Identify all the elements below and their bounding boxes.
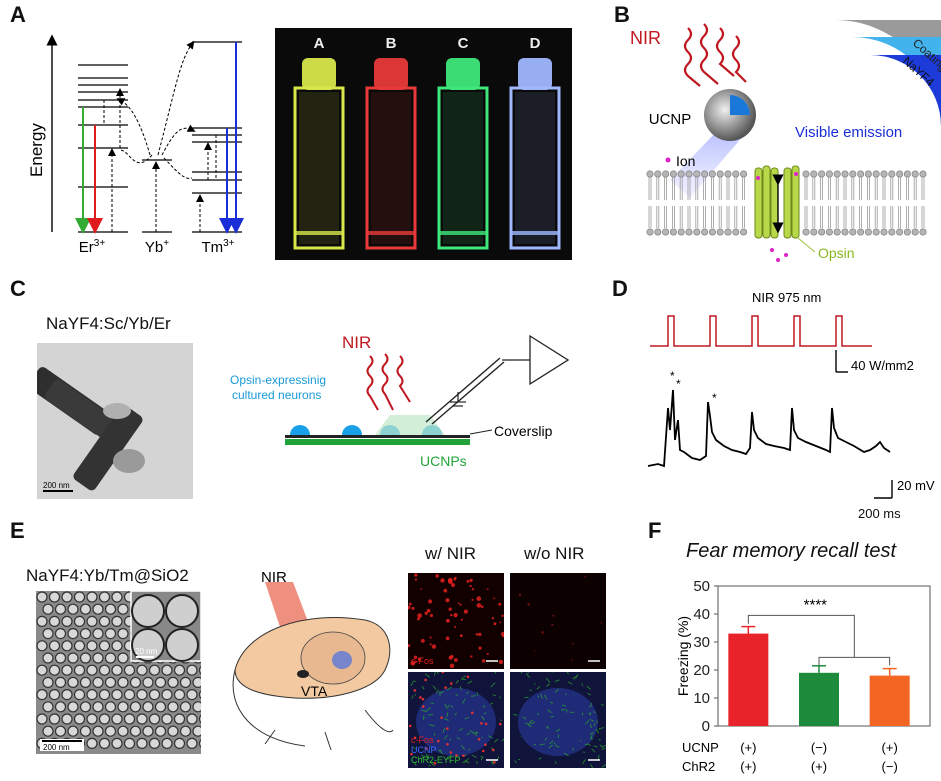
vta-label: VTA [301, 683, 328, 699]
row-label-chr2: ChR2 [682, 759, 715, 774]
bar-3 [869, 675, 910, 726]
time-scale-label: 200 ms [858, 506, 901, 521]
scale-inset-label: 20 nm [135, 647, 158, 656]
visible-emission-label: Visible emission [795, 124, 902, 141]
spike-marker-1: * [670, 369, 675, 383]
energy-level-diagram: Energy Er3+ Yb+ Tm3+ [27, 34, 244, 256]
panel-label-f: F [648, 518, 662, 543]
y-tick-label: 50 [693, 578, 710, 595]
merge-without-nir-image [510, 672, 606, 768]
panel-label-e: E [10, 518, 25, 543]
nir-evoked-spikes-trace: NIR 975 nm 40 W/mm2 * * * 20 mV [647, 290, 935, 499]
nir-wavelength-label: NIR 975 nm [752, 290, 821, 305]
nir-pulse-train [650, 315, 872, 347]
chart-title: Fear memory recall test [686, 540, 897, 562]
coverslip-label: Coverslip [494, 423, 553, 439]
ion-label-er: Er3+ [79, 238, 106, 256]
vial-c: C [437, 35, 489, 250]
panel-label-a: A [10, 2, 26, 27]
row-label-ucnp: UCNP [682, 740, 719, 755]
neurons-label-1: Opsin-expressinig [230, 373, 326, 387]
tem-nanorods-image: 200 nm [37, 343, 193, 499]
ucnp-opsin-schematic: NIR UCNP Visible emission Coating NaYF4 … [630, 20, 941, 262]
nir-label-c: NIR [342, 333, 371, 352]
y-tick-label: 20 [693, 662, 710, 679]
ion-label: Ion [676, 153, 695, 169]
chr2-value-2: (+) [811, 759, 827, 774]
cfos-with-nir-image: c-Fos [408, 573, 504, 669]
nir-label-b: NIR [630, 28, 661, 48]
spike-marker-2: * [676, 377, 681, 391]
y-tick-label: 40 [693, 606, 710, 623]
vial-d: D [509, 35, 561, 250]
significance-label: **** [804, 596, 828, 613]
merge-with-nir-image: c-Fos UCNP ChR2-EYFP [408, 672, 504, 768]
chr2-value-1: (+) [740, 759, 756, 774]
without-nir-label: w/o NIR [524, 544, 585, 563]
bar-1 [728, 633, 769, 726]
power-scale-label: 40 W/mm2 [851, 358, 914, 373]
voltage-scale-label: 20 mV [897, 478, 935, 493]
vial-label-d: D [530, 35, 541, 52]
formula-c: NaYF4:Sc/Yb/Er [46, 314, 171, 333]
vial-label-a: A [314, 35, 325, 52]
chr2-value-3: (−) [882, 759, 898, 774]
scale-main-label: 200 nm [43, 743, 70, 752]
bar-2 [799, 672, 839, 726]
nir-label-e: NIR [261, 569, 287, 586]
vials-photo: A B C D [275, 28, 572, 260]
ucnp-label: UCNP [649, 111, 692, 128]
cfos-without-nir-image [510, 573, 606, 669]
spike-marker-3: * [712, 391, 717, 405]
y-tick-label: 10 [693, 690, 710, 707]
energy-axis-label: Energy [27, 123, 46, 177]
significance-bracket [747, 614, 855, 658]
vial-label-b: B [386, 35, 397, 52]
tem-spheres-image: 20 nm 200 nm [36, 591, 201, 754]
cfos-label-1: c-Fos [411, 656, 434, 666]
neurons-label-2: cultured neurons [232, 388, 321, 402]
vial-a: A [293, 35, 345, 250]
cfos-label-2: c-Fos [411, 735, 434, 745]
y-tick-label: 0 [702, 718, 710, 735]
membrane-voltage-trace [647, 389, 891, 468]
with-nir-label: w/ NIR [425, 544, 476, 563]
y-axis-label: Freezing (%) [675, 616, 691, 696]
y-tick-label: 30 [693, 634, 710, 651]
ucnp-value-1: (+) [740, 740, 756, 755]
ucnp-value-2: (−) [811, 740, 827, 755]
ucnp-stain-label: UCNP [411, 745, 437, 755]
ion-label-yb: Yb+ [145, 238, 169, 256]
panel-label-d: D [612, 276, 628, 301]
panel-label-c: C [10, 276, 26, 301]
ion-label-tm: Tm3+ [201, 238, 234, 256]
scale-bar-c: 200 nm [43, 481, 70, 490]
ucnps-label: UCNPs [420, 453, 467, 469]
vial-label-c: C [458, 35, 469, 52]
panel-label-b: B [614, 2, 630, 27]
coverslip-setup-diagram: NIR Opsin-expressinig cultured neurons C… [230, 333, 570, 469]
vial-b: B [365, 35, 417, 250]
formula-e: NaYF4:Yb/Tm@SiO2 [26, 566, 189, 585]
ucnp-value-3: (+) [882, 740, 898, 755]
opsin-label: Opsin [818, 245, 855, 261]
group-bracket [818, 656, 891, 666]
mouse-brain-illustration: NIR VTA [232, 569, 394, 751]
chr2-stain-label: ChR2-EYFP [411, 755, 461, 765]
